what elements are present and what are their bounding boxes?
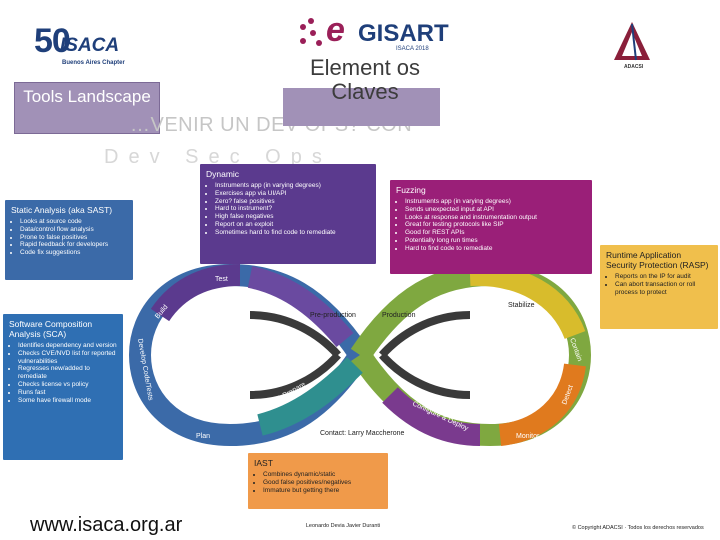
loop-label-test: Test bbox=[215, 276, 228, 283]
gisart-e-letter: e bbox=[326, 11, 345, 49]
list-item: Instruments app (in varying degrees) bbox=[215, 182, 370, 190]
list-item: Regresses new/added to remediate bbox=[18, 365, 117, 381]
loop-stabilize-segment bbox=[469, 263, 586, 340]
loop-label-analyze: Analyze & Learn bbox=[414, 335, 464, 361]
footer-url: www.isaca.org.ar bbox=[30, 514, 183, 536]
loop-validate-segment bbox=[247, 266, 354, 348]
rasp-title: Runtime Application Security Protection … bbox=[606, 250, 709, 270]
loop-inner-arc-4 bbox=[379, 352, 471, 399]
loop-label-stabilize: Stabilize bbox=[508, 302, 535, 309]
loop-label-production: Production bbox=[382, 312, 416, 319]
element-title: Element os Claves bbox=[309, 55, 421, 104]
logo-50-text: 50 bbox=[34, 22, 71, 60]
list-item: Hard to find code to remediate bbox=[405, 245, 586, 253]
loop-build-segment bbox=[150, 264, 241, 322]
adacsi-triangle-icon bbox=[614, 22, 650, 61]
loop-label-preproduction: Pre-production bbox=[310, 312, 356, 319]
rasp-box: Runtime Application Security Protection … bbox=[600, 245, 718, 329]
static-analysis-box: Static Analysis (aka SAST) Looks at sour… bbox=[5, 200, 133, 280]
gisart-word: GISART bbox=[358, 20, 449, 47]
list-item: Good for REST APIs bbox=[405, 229, 586, 237]
loop-inner-arc-1 bbox=[249, 311, 341, 358]
list-item: Good false positives/negatives bbox=[263, 479, 382, 487]
list-item: Sends unexpected input at API bbox=[405, 206, 586, 214]
list-item: Exercises app via UI/API bbox=[215, 190, 370, 198]
iast-title: IAST bbox=[254, 458, 273, 468]
loop-label-plan: Plan bbox=[196, 433, 210, 440]
footer-author: Leonardo Devia Javier Duranti bbox=[305, 523, 381, 529]
list-item: High false negatives bbox=[215, 213, 370, 221]
list-item: Looks at source code bbox=[20, 218, 127, 226]
list-item: Immature but getting there bbox=[263, 487, 382, 495]
sca-box: Software Composition Analysis (SCA) Iden… bbox=[3, 314, 123, 460]
list-item: Runs fast bbox=[18, 389, 117, 397]
static-title: Static Analysis (aka SAST) bbox=[11, 205, 113, 215]
list-item: Great for testing protocols like SIP bbox=[405, 221, 586, 229]
tools-landscape-label: Tools Landscape bbox=[14, 82, 160, 134]
adacsi-label: ADACSI bbox=[624, 64, 644, 70]
list-item: Sometimes hard to find code to remediate bbox=[215, 229, 370, 237]
loop-label-monitor: Monitor bbox=[516, 433, 540, 440]
list-item: Code fix suggestions bbox=[20, 249, 127, 257]
list-item: Identifies dependency and version bbox=[18, 342, 117, 350]
footer-copyright: © Copyright ADACSI · Todos los derechos … bbox=[572, 525, 704, 531]
loop-label-contact: Contact: Larry Maccherone bbox=[320, 430, 405, 437]
list-item: Instruments app (in varying degrees) bbox=[405, 198, 586, 206]
fuzzing-box: Fuzzing Instruments app (in varying degr… bbox=[390, 180, 592, 274]
loop-detect-segment bbox=[498, 363, 586, 446]
list-item: Report on an exploit bbox=[215, 221, 370, 229]
fuzzing-title: Fuzzing bbox=[396, 185, 426, 195]
list-item: Checks CVE/NVD list for reported vulnera… bbox=[18, 350, 117, 366]
gisart-logo: e GISART ISACA 2018 bbox=[296, 11, 449, 64]
dynamic-title: Dynamic bbox=[206, 169, 240, 179]
list-item: Combines dynamic/static bbox=[263, 471, 382, 479]
gisart-sub: ISACA 2018 bbox=[396, 46, 429, 52]
list-item: Reports on the IP for audit bbox=[615, 273, 712, 281]
dynamic-box: Dynamic Instruments app (in varying degr… bbox=[200, 164, 376, 264]
loop-inner-arc-2 bbox=[379, 311, 471, 358]
list-item: Looks at response and instrumentation ou… bbox=[405, 214, 586, 222]
logo-isaca-text: ISACA bbox=[60, 35, 120, 56]
devsecops-loop: Build Test Validate More Pre-production … bbox=[128, 263, 592, 447]
list-item: Prone to false positives bbox=[20, 234, 127, 242]
list-item: Some have firewall mode bbox=[18, 397, 117, 405]
loop-predict-segment bbox=[257, 357, 363, 436]
loop-configure-segment bbox=[382, 387, 481, 446]
isaca-50-logo: 50 ISACA Buenos Aires Chapter bbox=[30, 22, 130, 70]
loop-inner-arc-3 bbox=[249, 352, 341, 399]
sca-title: Software Composition Analysis (SCA) bbox=[9, 319, 93, 339]
list-item: Data/control flow analysis bbox=[20, 226, 127, 234]
list-item: Checks license vs policy bbox=[18, 381, 117, 389]
logo-chapter-text: Buenos Aires Chapter bbox=[62, 60, 125, 66]
element-title-bg bbox=[283, 88, 440, 126]
iast-box: IAST Combines dynamic/static Good false … bbox=[248, 453, 388, 509]
list-item: Zero? false positives bbox=[215, 198, 370, 206]
adacsi-logo: ADACSI bbox=[612, 20, 662, 72]
list-item: Potentially long run times bbox=[405, 237, 586, 245]
list-item: Hard to instrument? bbox=[215, 205, 370, 213]
list-item: Rapid feedback for developers bbox=[20, 241, 127, 249]
ghost-title-line2: Dev Sec Ops bbox=[104, 146, 332, 168]
list-item: Can abort transaction or roll process to… bbox=[615, 281, 712, 297]
